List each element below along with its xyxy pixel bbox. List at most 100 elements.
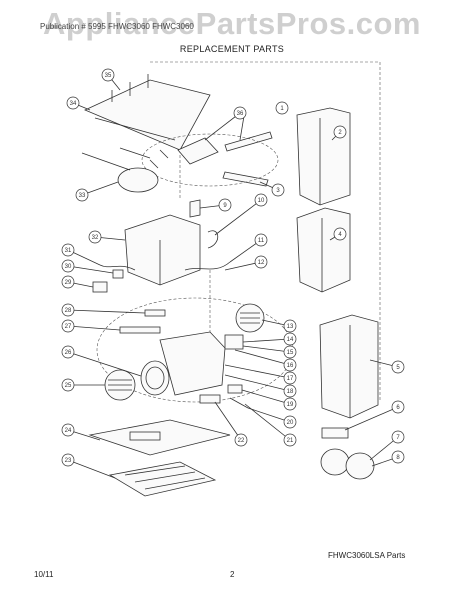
- svg-text:11: 11: [258, 238, 265, 244]
- part-grease-filter-23: [108, 461, 217, 497]
- callout-35: 35: [101, 68, 115, 82]
- callout-11: 11: [254, 233, 268, 247]
- svg-text:12: 12: [258, 260, 265, 266]
- callout-33: 33: [75, 188, 89, 202]
- svg-text:21: 21: [287, 438, 294, 444]
- svg-text:15: 15: [287, 350, 294, 356]
- svg-text:34: 34: [70, 101, 77, 107]
- part-bottom-panel-24: [88, 419, 231, 456]
- diagram-caption: FHWC3060LSA Parts: [328, 551, 406, 560]
- callout-15: 15: [283, 345, 297, 359]
- part-lens-7: [320, 448, 350, 476]
- part-light-housing-6: [321, 427, 349, 439]
- svg-text:1: 1: [280, 106, 284, 112]
- part-bracket-28: [144, 309, 166, 317]
- part-fan-grille-25: [104, 369, 136, 401]
- callout-20: 20: [283, 415, 297, 429]
- part-box-housing-32: [124, 214, 201, 286]
- part-motor-14-15-16: [224, 334, 244, 350]
- svg-text:22: 22: [238, 438, 245, 444]
- svg-text:23: 23: [65, 458, 72, 464]
- callout-leaders: [67, 74, 399, 479]
- callout-28: 28: [61, 303, 75, 317]
- svg-text:36: 36: [237, 111, 244, 117]
- callout-8: 8: [391, 450, 405, 464]
- svg-text:27: 27: [65, 324, 72, 330]
- svg-text:31: 31: [65, 248, 72, 254]
- svg-text:7: 7: [396, 435, 400, 441]
- part-switch-22: [199, 394, 221, 404]
- part-rail-3: [222, 171, 269, 187]
- callout-16: 16: [283, 358, 297, 372]
- callout-32: 32: [88, 230, 102, 244]
- callout-21: 21: [283, 433, 297, 447]
- group-outline-upper: [141, 133, 279, 187]
- callout-22: 22: [234, 433, 248, 447]
- header-model-line: Publication # 5995 FHWC3060 FHWC3060: [40, 22, 194, 31]
- svg-text:9: 9: [223, 203, 227, 209]
- part-chimney-lower-5: [319, 314, 379, 419]
- callout-10: 10: [254, 193, 268, 207]
- svg-text:20: 20: [287, 420, 294, 426]
- part-cord-10: [207, 230, 219, 249]
- svg-text:25: 25: [65, 383, 72, 389]
- part-plate-36: [177, 137, 219, 165]
- callout-27: 27: [61, 319, 75, 333]
- svg-text:8: 8: [396, 455, 400, 461]
- callout-26: 26: [61, 345, 75, 359]
- svg-text:14: 14: [287, 337, 294, 343]
- part-chimney-upper-2: [296, 107, 351, 206]
- svg-text:19: 19: [287, 402, 294, 408]
- svg-text:13: 13: [287, 324, 294, 330]
- part-fan-grille-13: [235, 303, 265, 333]
- svg-text:26: 26: [65, 350, 72, 356]
- part-capacitor-19: [227, 384, 243, 394]
- svg-text:24: 24: [65, 428, 72, 434]
- part-motor-11: [117, 149, 169, 193]
- svg-text:28: 28: [65, 308, 72, 314]
- callout-36: 36: [233, 106, 247, 120]
- watermark-logo: AppliancePartsPros.com: [43, 6, 421, 41]
- part-harness-11: [184, 261, 231, 271]
- svg-text:10: 10: [258, 198, 265, 204]
- part-bracket-27: [119, 326, 161, 334]
- callout-1: 1: [275, 101, 289, 115]
- svg-text:32: 32: [92, 235, 99, 241]
- callout-14: 14: [283, 332, 297, 346]
- callout-12: 12: [254, 255, 268, 269]
- callout-30: 30: [61, 259, 75, 273]
- svg-text:17: 17: [287, 376, 294, 382]
- callout-18: 18: [283, 384, 297, 398]
- part-rail-1: [224, 131, 273, 152]
- svg-text:33: 33: [79, 193, 86, 199]
- page-title: REPLACEMENT PARTS: [179, 44, 285, 54]
- callout-7: 7: [391, 430, 405, 444]
- svg-text:2: 2: [338, 130, 342, 136]
- callout-2: 2: [333, 125, 347, 139]
- callout-31: 31: [61, 243, 75, 257]
- part-scroll-housing: [159, 331, 226, 396]
- svg-text:3: 3: [276, 188, 280, 194]
- svg-text:4: 4: [338, 232, 342, 238]
- part-screws-35: [111, 74, 149, 102]
- callout-24: 24: [61, 423, 75, 437]
- svg-text:18: 18: [287, 389, 294, 395]
- part-chimney-middle-4: [296, 207, 351, 293]
- callout-23: 23: [61, 453, 75, 467]
- svg-text:29: 29: [65, 280, 72, 286]
- part-plug-29-30-31: [92, 264, 136, 293]
- callout-13: 13: [283, 319, 297, 333]
- callout-29: 29: [61, 275, 75, 289]
- part-blower-wheel-26: [140, 360, 170, 396]
- svg-text:35: 35: [105, 73, 112, 79]
- callout-4: 4: [333, 227, 347, 241]
- svg-text:30: 30: [65, 264, 72, 270]
- svg-text:5: 5: [396, 365, 400, 371]
- callout-17: 17: [283, 371, 297, 385]
- callout-34: 34: [66, 96, 80, 110]
- footer-date: 10/11: [34, 570, 54, 579]
- callout-5: 5: [391, 360, 405, 374]
- callout-19: 19: [283, 397, 297, 411]
